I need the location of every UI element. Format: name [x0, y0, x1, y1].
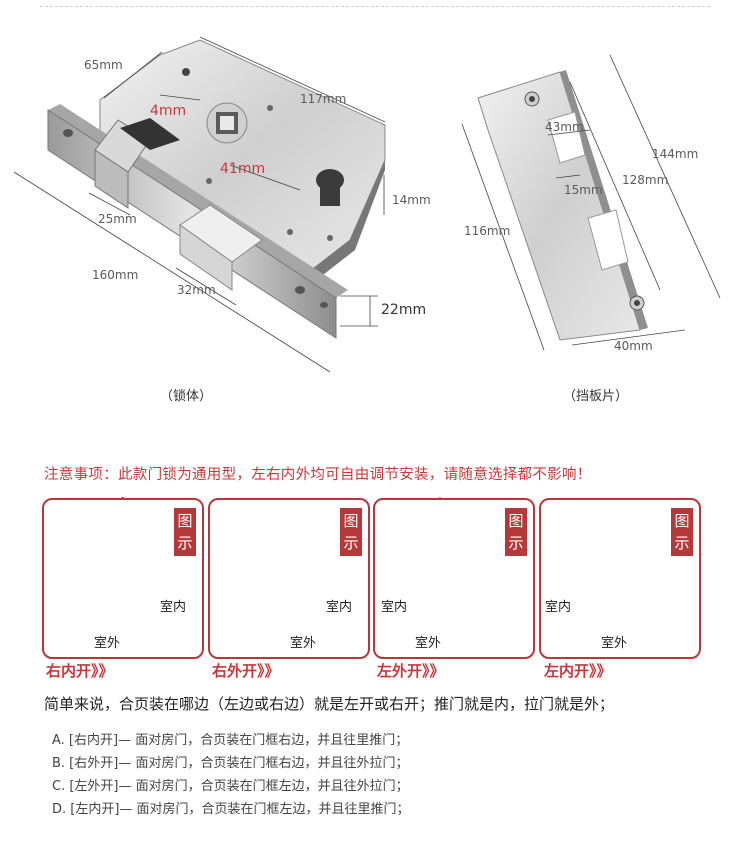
dim-25: 25mm	[98, 212, 137, 226]
dim-40: 40mm	[614, 339, 653, 353]
room-outside-label: 室外	[290, 636, 317, 651]
diagram-tag: 图示	[174, 508, 196, 556]
top-divider	[40, 6, 710, 7]
summary-text: 简单来说，合页装在哪边（左边或右边）就是左开或右开；推门就是内，拉门就是外；	[44, 695, 615, 713]
label-left-inward: 左内开》》	[544, 662, 612, 680]
dim-32: 32mm	[177, 283, 216, 297]
room-inside-label: 室内	[545, 600, 572, 615]
dim-41: 41mm	[220, 161, 266, 177]
dim-117: 117mm	[300, 92, 347, 106]
dim-160: 160mm	[92, 268, 139, 282]
room-inside-label: 室内	[381, 600, 408, 615]
lock-body-caption: （锁体）	[160, 389, 213, 404]
room-inside-label: 室内	[160, 600, 187, 615]
dim-43: 43mm	[545, 120, 584, 134]
room-outside-label: 室外	[415, 636, 442, 651]
dim-144: 144mm	[652, 147, 699, 161]
dim-65: 65mm	[84, 58, 123, 72]
room-outside-label: 室外	[601, 636, 628, 651]
label-right-inward: 右内开》》	[46, 662, 114, 680]
label-right-outward: 右外开》》	[212, 662, 280, 680]
door-panel-right-outward: 图示 室内 室外	[208, 498, 370, 659]
dim-4: 4mm	[150, 103, 187, 119]
diagram-tag: 图示	[340, 508, 362, 556]
room-inside-label: 室内	[326, 600, 353, 615]
dim-22: 22mm	[381, 302, 427, 318]
strike-plate-caption: （挡板片）	[563, 389, 629, 404]
dim-15: 15mm	[564, 183, 603, 197]
room-outside-label: 室外	[94, 636, 121, 651]
dim-128: 128mm	[622, 173, 669, 187]
door-panel-left-outward: 图示 室内 室外	[373, 498, 535, 659]
installation-notice: 注意事项：此款门锁为通用型，左右内外均可自由调节安装，请随意选择都不影响！	[44, 467, 592, 483]
dim-14: 14mm	[392, 193, 431, 207]
dim-116: 116mm	[464, 224, 511, 238]
rule-c: C. [左外开]— 面对房门，合页装在门框左边，并且往外拉门；	[52, 779, 409, 794]
diagram-tag: 图示	[671, 508, 693, 556]
rule-a: A. [右内开]— 面对房门，合页装在门框右边，并且往里推门；	[52, 733, 409, 748]
label-left-outward: 左外开》》	[377, 662, 445, 680]
door-panel-left-inward: 图示 室内 室外	[539, 498, 701, 659]
door-panel-right-inward: 图示 室内 室外	[42, 498, 204, 659]
diagram-tag: 图示	[505, 508, 527, 556]
rule-b: B. [右外开]— 面对房门，合页装在门框右边，并且往外拉门；	[52, 756, 409, 771]
rule-d: D. [左内开]— 面对房门，合页装在门框左边，并且往里推门；	[52, 802, 410, 817]
